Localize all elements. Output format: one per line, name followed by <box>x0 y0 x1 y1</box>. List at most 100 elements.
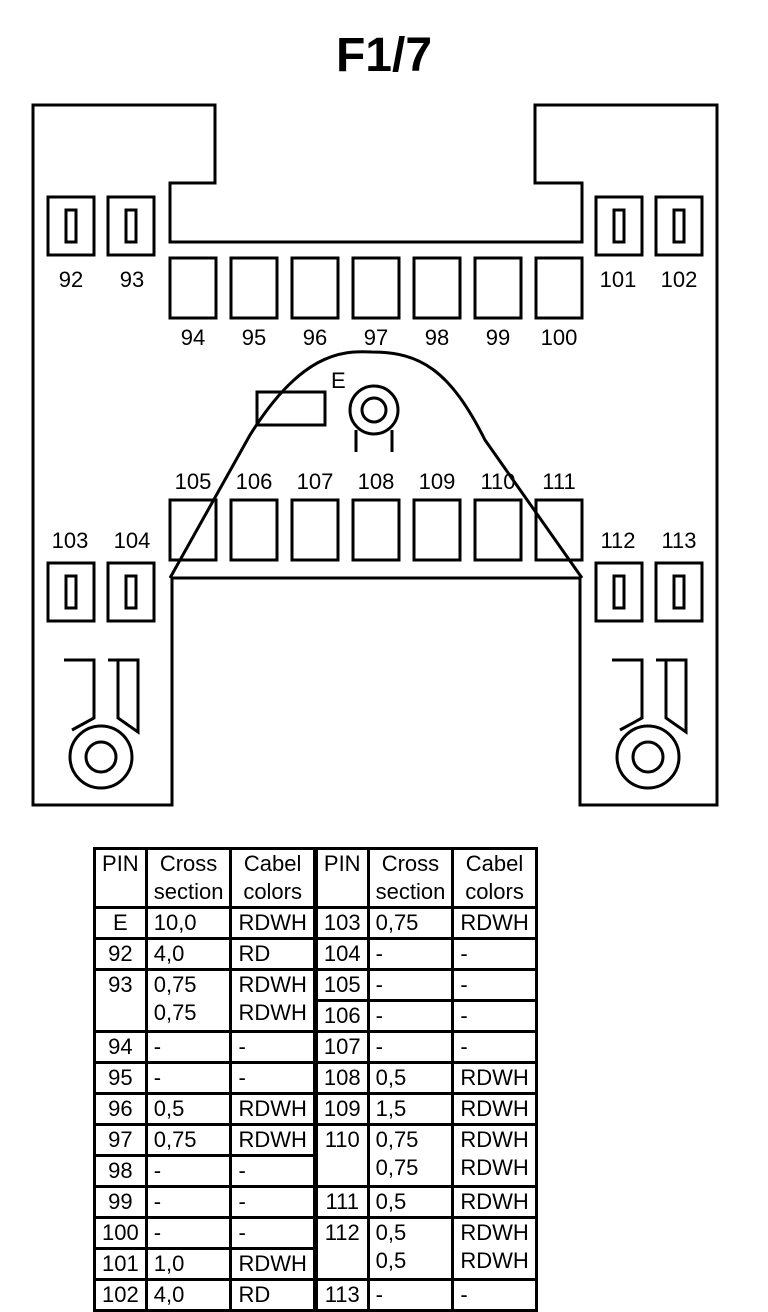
pin-label-99: 99 <box>486 325 510 350</box>
cross-section-cell: - <box>366 968 455 1002</box>
cable-color-value: - <box>238 1034 246 1059</box>
fuse-contact-112 <box>612 574 626 610</box>
fuse-contact-113 <box>672 574 686 610</box>
pin-label-92: 92 <box>59 267 83 292</box>
relay-slot-97 <box>351 256 401 320</box>
fuse-contact-93 <box>124 208 138 244</box>
fuse-contact-104 <box>124 574 138 610</box>
cross-section-value: - <box>153 1220 162 1245</box>
cross-section-value: - <box>153 1158 162 1183</box>
cross-section-cell: - <box>366 937 455 971</box>
pin-cell: 108 <box>312 1061 370 1095</box>
fuse-contact-102 <box>672 208 686 244</box>
pin-cell: 103 <box>312 906 370 940</box>
fuse-contact-101 <box>612 208 626 244</box>
cross-section-value: 10,0 <box>153 910 197 935</box>
pin-cell: 96 <box>93 1092 148 1126</box>
relay-slot-109 <box>412 498 462 562</box>
relay-slot-108 <box>351 498 401 562</box>
pin-cell: 100 <box>93 1216 148 1250</box>
relay-slot-107 <box>290 498 340 562</box>
relay-slot-96 <box>290 256 340 320</box>
pin-cell: 104 <box>312 937 370 971</box>
table-row: 98-- <box>93 1154 537 1188</box>
pin-cell: 101 <box>93 1247 148 1281</box>
cross-section-value: 4,0 <box>153 1282 185 1307</box>
cable-color-cell: - <box>451 937 538 971</box>
pin-label-104: 104 <box>114 528 151 553</box>
e-terminal <box>255 390 327 427</box>
cross-section-value: 0,75 <box>153 972 197 997</box>
latch-left-icon <box>64 658 140 735</box>
pin-cell: 112 <box>312 1216 370 1281</box>
cross-section-cell: 0,5 <box>144 1092 233 1126</box>
cable-color-cell: - <box>451 968 538 1002</box>
e-label: E <box>331 368 346 393</box>
cross-section-value: 0,75 <box>375 910 419 935</box>
table-row: 94--107-- <box>93 1030 538 1064</box>
cross-section-value: 0,75 <box>153 1000 197 1025</box>
pin-label-98: 98 <box>425 325 449 350</box>
cross-section-value: 1,5 <box>375 1096 407 1121</box>
pin-label-101: 101 <box>600 267 637 292</box>
mount-hole-right-outer-icon <box>615 724 681 790</box>
relay-slot-105 <box>168 498 218 562</box>
relay-slot-106 <box>229 498 279 562</box>
fuse-slot-113 <box>654 561 704 623</box>
cross-section-value: 0,75 <box>375 1127 419 1152</box>
relay-slot-100 <box>534 256 584 320</box>
cable-color-value: RDWH <box>238 910 307 935</box>
cross-section-value: - <box>153 1189 162 1214</box>
cross-section-cell: 10,0 <box>144 906 233 940</box>
pin-cell: E <box>93 906 148 940</box>
cable-color-value: - <box>238 1220 246 1245</box>
cross-section-value: 0,5 <box>375 1220 407 1245</box>
cross-section-value: - <box>375 1282 383 1307</box>
cross-section-cell: 4,0 <box>144 937 233 971</box>
cross-section-cell: 0,5 <box>366 1061 455 1095</box>
cable-color-cell: - <box>229 1030 317 1064</box>
relay-slot-95 <box>229 256 279 320</box>
cable-color-value: - <box>460 972 468 997</box>
pin-label-108: 108 <box>358 469 395 494</box>
ground-bolt-legs <box>354 430 394 452</box>
cable-color-cell: RDWH <box>451 1061 538 1095</box>
cross-section-value: 0,5 <box>375 1189 407 1214</box>
mount-hole-right-inner-icon <box>631 740 665 774</box>
pin-label-105: 105 <box>175 469 212 494</box>
cross-section-cell: 0,75 <box>144 1123 233 1157</box>
pin-cell: 111 <box>312 1185 370 1219</box>
fuse-slot-92 <box>46 195 96 257</box>
cross-section-value: - <box>153 1065 162 1090</box>
ground-bolt-outer-icon <box>348 384 400 436</box>
box-outline <box>31 103 719 807</box>
header-pin-left: PIN <box>93 847 148 909</box>
cross-section-value: 4,0 <box>153 941 185 966</box>
fuse-slot-104 <box>106 561 156 623</box>
cable-color-cell: RDWH <box>229 1247 317 1281</box>
cable-color-cell: - <box>229 1061 317 1095</box>
cable-color-value: RDWH <box>460 910 529 935</box>
cable-color-value: RD <box>238 941 271 966</box>
cable-color-cell: RDWH <box>229 1123 317 1157</box>
pin-label-102: 102 <box>661 267 698 292</box>
cable-color-value: - <box>460 1282 468 1307</box>
cross-section-cell: - <box>366 1030 455 1064</box>
pin-label-106: 106 <box>236 469 273 494</box>
pin-cell: 110 <box>312 1123 370 1188</box>
fuse-slot-103 <box>46 561 96 623</box>
pin-label-97: 97 <box>364 325 388 350</box>
cable-color-value: RDWH <box>460 1155 529 1180</box>
cable-color-value: - <box>460 1003 468 1028</box>
